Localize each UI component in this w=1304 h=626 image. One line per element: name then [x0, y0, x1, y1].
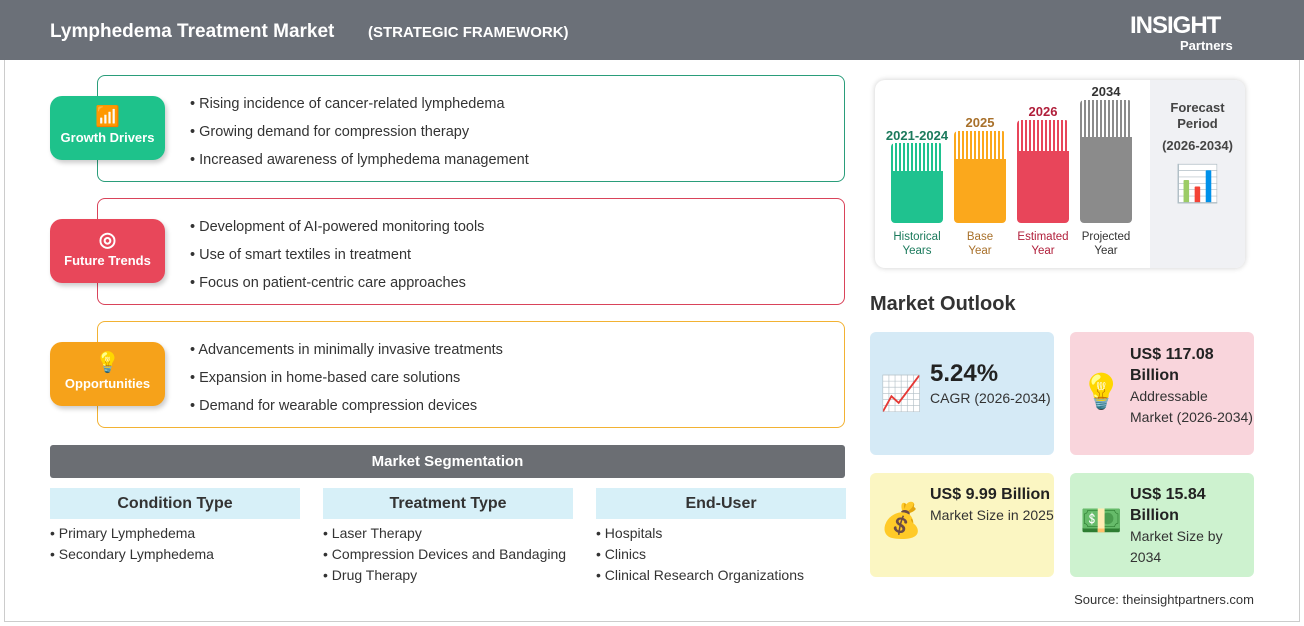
opportunities-card: Advancements in minimally invasive treat… — [97, 321, 845, 428]
year-label: 2021-2024 — [885, 128, 949, 143]
list-item: Clinical Research Organizations — [596, 565, 846, 586]
future-trends-card: Development of AI-powered monitoring too… — [97, 198, 845, 305]
list-item: Demand for wearable compression devices — [190, 392, 844, 420]
list-item: Expansion in home-based care solutions — [190, 364, 844, 392]
future-trends-badge: ◎Future Trends — [50, 219, 165, 283]
source-note: Source: theinsightpartners.com — [1074, 592, 1254, 607]
growth-drivers-badge: 📶Growth Drivers — [50, 96, 165, 160]
analytics-illustration-icon: 📊 — [1175, 163, 1220, 204]
lightbulb-icon: 💡 — [95, 352, 120, 374]
list-item: Clinics — [596, 544, 846, 565]
timeline-bar-base — [954, 131, 1006, 223]
target-icon: ◎ — [98, 229, 117, 251]
list-item: Laser Therapy — [323, 523, 573, 544]
list-item: Primary Lymphedema — [50, 523, 300, 544]
list-item: Growing demand for compression therapy — [190, 118, 844, 146]
cagr-card: 📈5.24%CAGR (2026-2034) — [870, 332, 1054, 455]
list-item: Increased awareness of lymphedema manage… — [190, 146, 844, 174]
list-item: Advancements in minimally invasive treat… — [190, 336, 844, 364]
year-label: 2025 — [965, 115, 995, 130]
list-item: Hospitals — [596, 523, 846, 544]
dollar-bulb-icon: 💡 — [1080, 373, 1123, 411]
list-item: Drug Therapy — [323, 565, 573, 586]
segmentation-title: Market Segmentation — [50, 445, 845, 478]
segment-end-user: End-User Hospitals Clinics Clinical Rese… — [596, 488, 846, 586]
growth-chart-icon: 📈 — [880, 375, 923, 413]
market-outlook-title: Market Outlook — [870, 293, 1016, 315]
page-title: Lymphedema Treatment Market — [50, 21, 335, 42]
list-item: Compression Devices and Bandaging — [323, 544, 573, 565]
list-item: Development of AI-powered monitoring too… — [190, 213, 844, 241]
timeline-bar-estimated — [1017, 120, 1069, 223]
year-label: 2026 — [1028, 104, 1058, 119]
year-label: 2034 — [1091, 84, 1121, 99]
list-item: Use of smart textiles in treatment — [190, 241, 844, 269]
list-item: Focus on patient-centric care approaches — [190, 269, 844, 297]
list-item: Secondary Lymphedema — [50, 544, 300, 565]
timeline-bar-projected — [1080, 100, 1132, 223]
list-item: Rising incidence of cancer-related lymph… — [190, 90, 844, 118]
timeline-bar-historical — [891, 143, 943, 223]
money-chart-icon: 💰 — [880, 502, 923, 540]
frame — [4, 60, 1300, 622]
segment-condition-type: Condition Type Primary Lymphedema Second… — [50, 488, 300, 565]
growth-drivers-card: Rising incidence of cancer-related lymph… — [97, 75, 845, 182]
growth-chart-icon: 📶 — [95, 106, 120, 128]
header: Lymphedema Treatment Market (STRATEGIC F… — [0, 0, 1304, 60]
page-subtitle: (STRATEGIC FRAMEWORK) — [368, 24, 569, 41]
money-chart-icon: 💵 — [1080, 502, 1123, 540]
opportunities-badge: 💡Opportunities — [50, 342, 165, 406]
segment-treatment-type: Treatment Type Laser Therapy Compression… — [323, 488, 573, 586]
